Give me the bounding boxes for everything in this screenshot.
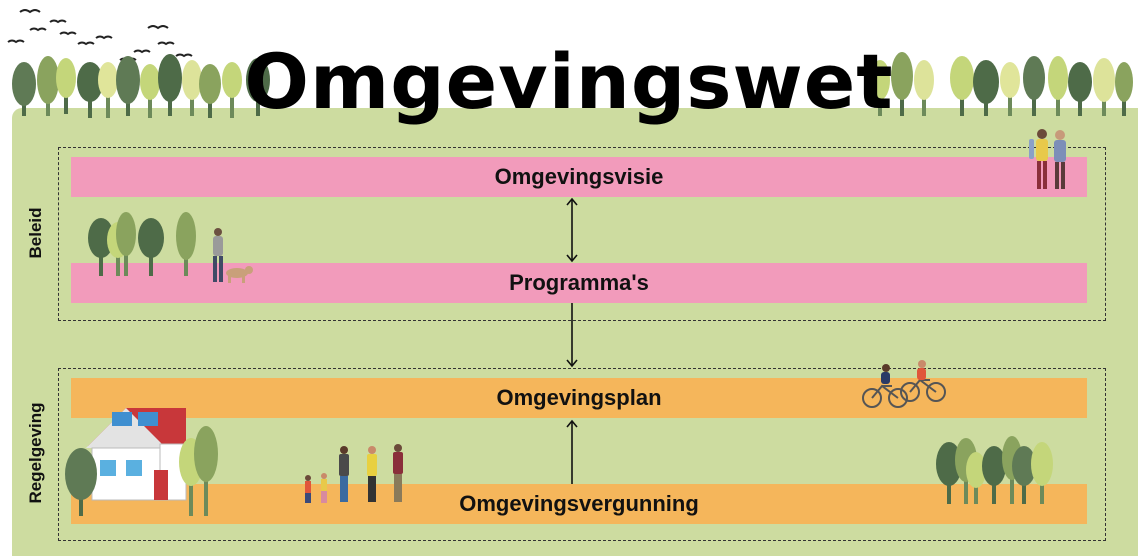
policy-group-label: Beleid [26, 207, 45, 259]
omgevingsvergunning-bar: Omgevingsvergunning [71, 484, 1087, 524]
up-arrow-icon [566, 419, 578, 484]
rules-group-frame [58, 368, 1106, 541]
omgevingsvisie-bar: Omgevingsvisie [71, 157, 1087, 197]
policy-group-frame [58, 147, 1106, 321]
family-icon [305, 444, 403, 503]
omgevingsvisie-label: Omgevingsvisie [494, 164, 664, 189]
tree-icon [870, 52, 1133, 116]
bicycle-icon [862, 360, 946, 408]
tree-icon [12, 54, 270, 118]
solar-panel-icon [112, 412, 132, 426]
person-icon [1029, 129, 1066, 189]
tree-icon [65, 426, 218, 516]
birds-icon [7, 9, 193, 62]
omgevingsvergunning-label: Omgevingsvergunning [459, 491, 699, 516]
page-title: Omgevingswet [244, 37, 894, 126]
tree-icon [936, 436, 1053, 504]
person-icon [213, 228, 223, 282]
dog-icon [226, 266, 253, 283]
double-arrow-icon [566, 197, 578, 263]
tree-icon [88, 212, 196, 276]
down-arrow-icon [566, 303, 578, 368]
programmas-label: Programma's [509, 270, 649, 295]
omgevingsplan-label: Omgevingsplan [496, 385, 662, 410]
rules-group-label: Regelgeving [26, 402, 45, 504]
